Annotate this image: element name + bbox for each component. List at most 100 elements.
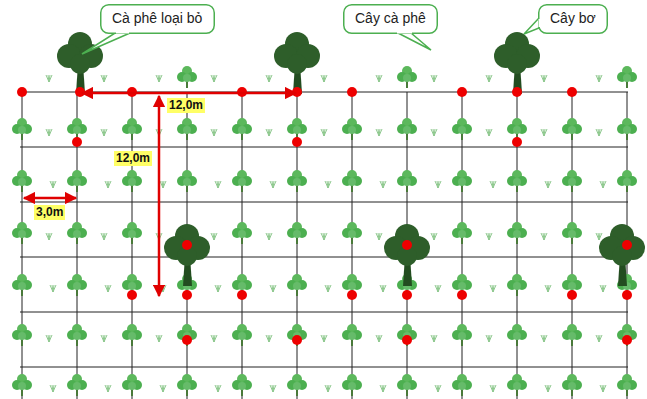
coffee-tree — [452, 222, 472, 244]
coffee-tree — [12, 118, 32, 140]
coffee-tree — [122, 222, 142, 244]
coffee-tree — [342, 324, 362, 346]
coffee-tree — [177, 374, 197, 396]
grass — [380, 181, 386, 188]
grass — [266, 129, 272, 136]
grass — [376, 335, 382, 342]
avocado-tree — [274, 32, 320, 94]
callout-bubble: Cà phê loại bỏ — [100, 4, 214, 32]
grass — [486, 335, 492, 342]
coffee-tree — [67, 118, 87, 140]
coffee-tree — [287, 118, 307, 140]
removed-coffee-dot — [237, 290, 247, 300]
dimension-label: 3,0m — [34, 205, 65, 220]
callout-bubble: Cây cà phê — [343, 4, 438, 32]
grass — [46, 75, 52, 82]
grass — [490, 285, 496, 292]
grass — [160, 181, 166, 188]
grid-line — [462, 92, 463, 399]
coffee-tree — [67, 324, 87, 346]
removed-coffee-dot — [457, 290, 467, 300]
grid-line — [352, 92, 353, 399]
coffee-tree — [232, 222, 252, 244]
grass — [101, 129, 107, 136]
coffee-tree — [452, 118, 472, 140]
grass — [325, 285, 331, 292]
removed-coffee-dot — [182, 240, 192, 250]
grass — [541, 75, 547, 82]
grass — [490, 181, 496, 188]
coffee-tree — [397, 374, 417, 396]
grass — [380, 385, 386, 392]
coffee-tree — [287, 222, 307, 244]
coffee-tree — [122, 170, 142, 192]
grass — [486, 75, 492, 82]
grid-line — [20, 92, 628, 93]
grass — [596, 75, 602, 82]
grass — [270, 181, 276, 188]
coffee-tree — [287, 374, 307, 396]
callout-text: Cà phê loại bỏ — [100, 4, 214, 32]
coffee-tree — [232, 324, 252, 346]
coffee-tree — [562, 324, 582, 346]
coffee-tree — [287, 324, 307, 346]
removed-coffee-dot — [402, 290, 412, 300]
grass — [596, 233, 602, 240]
grass — [435, 181, 441, 188]
removed-coffee-dot — [292, 335, 302, 345]
grid-line — [20, 147, 628, 148]
grid-line — [572, 92, 573, 399]
coffee-tree — [617, 324, 637, 346]
coffee-tree — [177, 66, 197, 88]
grass — [211, 129, 217, 136]
coffee-tree — [397, 170, 417, 192]
grass — [101, 233, 107, 240]
coffee-tree — [562, 222, 582, 244]
coffee-tree — [507, 274, 527, 296]
grass — [600, 181, 606, 188]
removed-coffee-dot — [567, 290, 577, 300]
coffee-tree — [342, 222, 362, 244]
coffee-tree — [562, 170, 582, 192]
coffee-tree — [12, 222, 32, 244]
grass — [270, 285, 276, 292]
coffee-tree — [67, 170, 87, 192]
removed-coffee-dot — [457, 87, 467, 97]
grass — [596, 129, 602, 136]
coffee-tree — [617, 118, 637, 140]
grass — [266, 75, 272, 82]
coffee-tree — [397, 118, 417, 140]
coffee-tree — [397, 66, 417, 88]
grass — [541, 335, 547, 342]
grass — [215, 285, 221, 292]
grass — [156, 335, 162, 342]
coffee-tree — [67, 274, 87, 296]
grass — [541, 233, 547, 240]
grid-line — [132, 92, 133, 399]
coffee-tree — [232, 170, 252, 192]
coffee-tree — [507, 170, 527, 192]
coffee-tree — [67, 222, 87, 244]
grid-line — [20, 257, 628, 258]
coffee-tree — [287, 274, 307, 296]
removed-coffee-dot — [622, 335, 632, 345]
removed-coffee-dot — [127, 290, 137, 300]
coffee-tree — [342, 374, 362, 396]
avocado-tree — [599, 224, 645, 286]
avocado-tree — [384, 224, 430, 286]
grass — [380, 285, 386, 292]
grass — [376, 75, 382, 82]
grass — [105, 181, 111, 188]
grass — [270, 385, 276, 392]
coffee-tree — [562, 118, 582, 140]
coffee-tree — [397, 324, 417, 346]
coffee-tree — [12, 324, 32, 346]
grid-line — [242, 92, 243, 399]
coffee-tree — [562, 374, 582, 396]
coffee-tree — [232, 374, 252, 396]
coffee-tree — [507, 374, 527, 396]
grass — [46, 233, 52, 240]
grass — [321, 129, 327, 136]
grass — [50, 385, 56, 392]
